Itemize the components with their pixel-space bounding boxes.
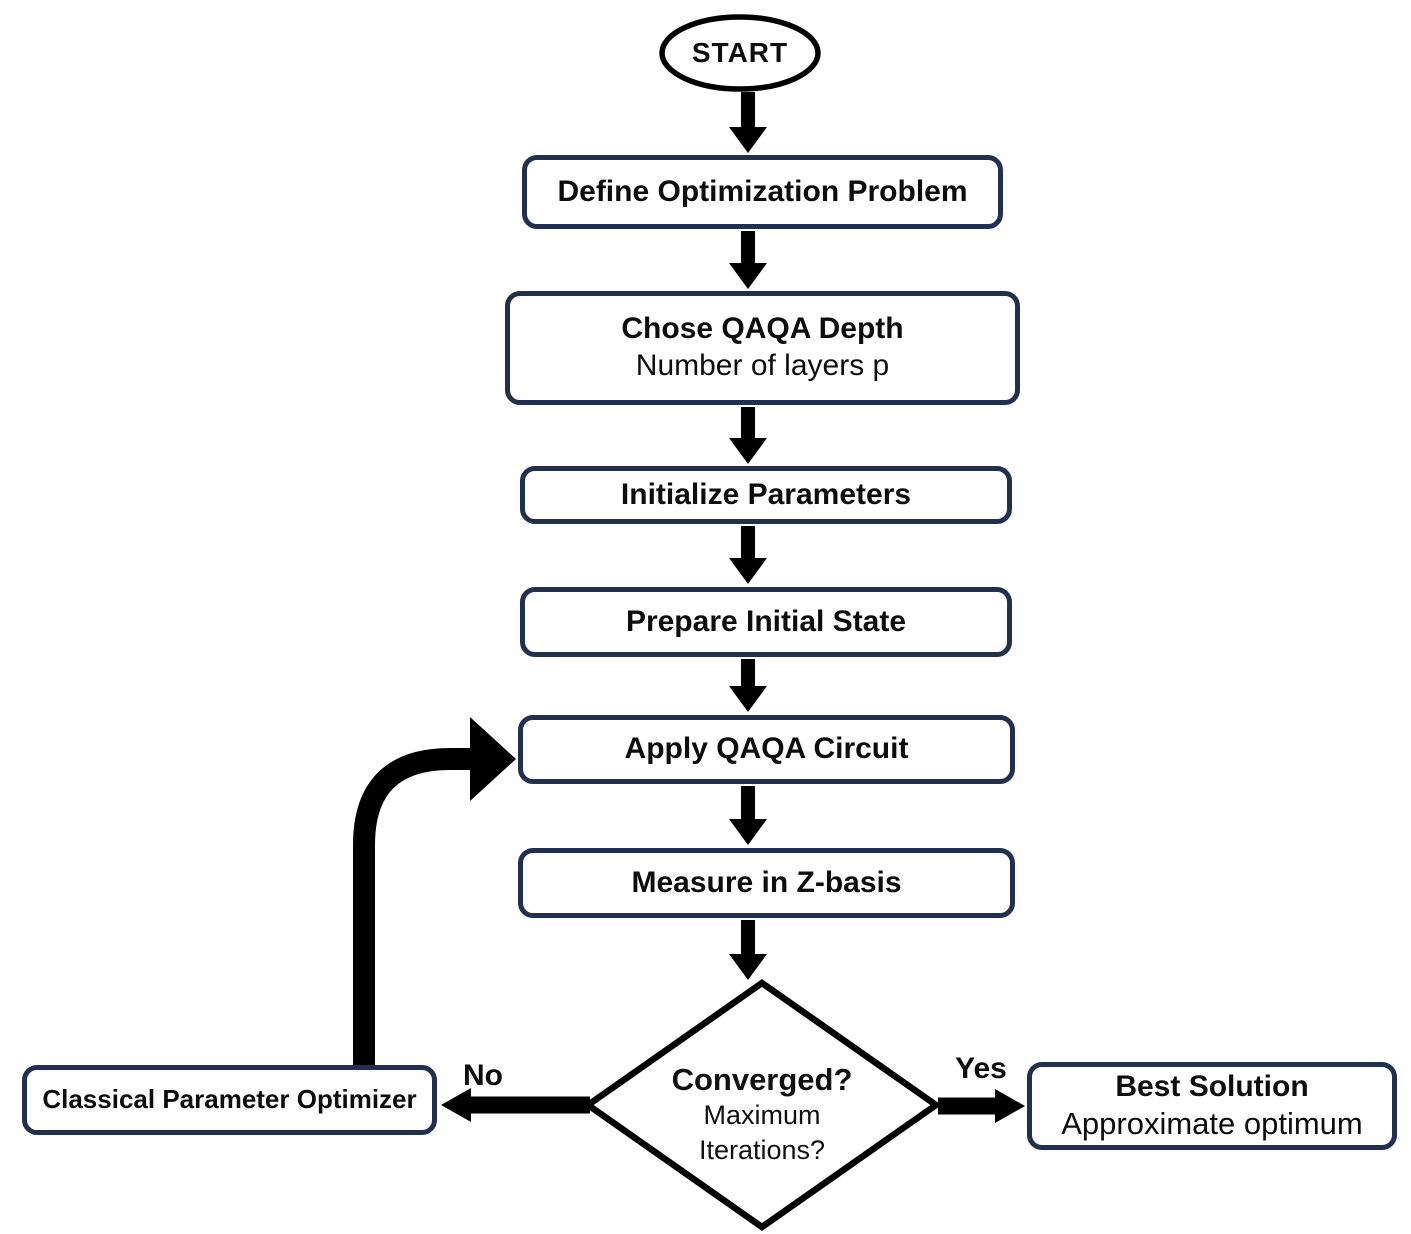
step-box-best-solution: Best Solution Approximate optimum bbox=[1027, 1062, 1397, 1150]
yes-branch-label: Yes bbox=[955, 1052, 1007, 1085]
arrow-down-icon bbox=[729, 407, 767, 464]
step-label: Chose QAQA Depth bbox=[621, 312, 904, 346]
arrow-down-icon bbox=[729, 231, 767, 289]
arrow-right-icon bbox=[938, 1089, 1025, 1123]
feedback-loop-connector bbox=[353, 748, 471, 1065]
start-terminator-shape bbox=[659, 14, 821, 92]
arrow-down-icon bbox=[729, 786, 767, 845]
step-sublabel: Number of layers p bbox=[635, 349, 890, 382]
step-box-classical-parameter-optimizer: Classical Parameter Optimizer bbox=[22, 1065, 437, 1135]
step-label: Initialize Parameters bbox=[620, 477, 912, 511]
arrow-left-icon bbox=[441, 1088, 590, 1122]
feedback-arrowhead-icon bbox=[470, 717, 516, 801]
decision-subline-2: Iterations? bbox=[698, 1134, 826, 1165]
start-label: START bbox=[691, 37, 789, 68]
arrow-down-icon bbox=[729, 920, 767, 980]
step-label: Define Optimization Problem bbox=[557, 174, 968, 208]
step-sublabel: Approximate optimum bbox=[1061, 1106, 1363, 1142]
step-box-measure-in-z-basis: Measure in Z-basis bbox=[518, 848, 1015, 918]
start-terminator: START bbox=[662, 17, 818, 89]
step-box-define-optimization-problem: Define Optimization Problem bbox=[522, 155, 1003, 229]
no-branch-label: No bbox=[463, 1059, 503, 1092]
step-label: Prepare Initial State bbox=[625, 604, 907, 638]
step-label: Classical Parameter Optimizer bbox=[42, 1084, 417, 1115]
step-label: Apply QAQA Circuit bbox=[624, 732, 909, 766]
arrow-down-icon bbox=[729, 526, 767, 584]
decision-diamond-shape bbox=[582, 979, 942, 1231]
step-box-chose-qaqa-depth: Chose QAQA Depth Number of layers p bbox=[505, 291, 1020, 405]
decision-diamond: Converged? Maximum Iterations? bbox=[622, 1055, 902, 1175]
decision-subline-1: Maximum bbox=[703, 1099, 821, 1130]
step-box-initialize-parameters: Initialize Parameters bbox=[520, 466, 1012, 524]
step-box-prepare-initial-state: Prepare Initial State bbox=[520, 587, 1012, 657]
arrow-down-icon bbox=[729, 659, 767, 712]
step-label: Best Solution bbox=[1115, 1069, 1309, 1103]
step-box-apply-qaqa-circuit: Apply QAQA Circuit bbox=[518, 715, 1015, 784]
step-label: Measure in Z-basis bbox=[631, 865, 902, 899]
arrow-down-icon bbox=[729, 92, 767, 153]
decision-label: Converged? bbox=[671, 1062, 853, 1098]
